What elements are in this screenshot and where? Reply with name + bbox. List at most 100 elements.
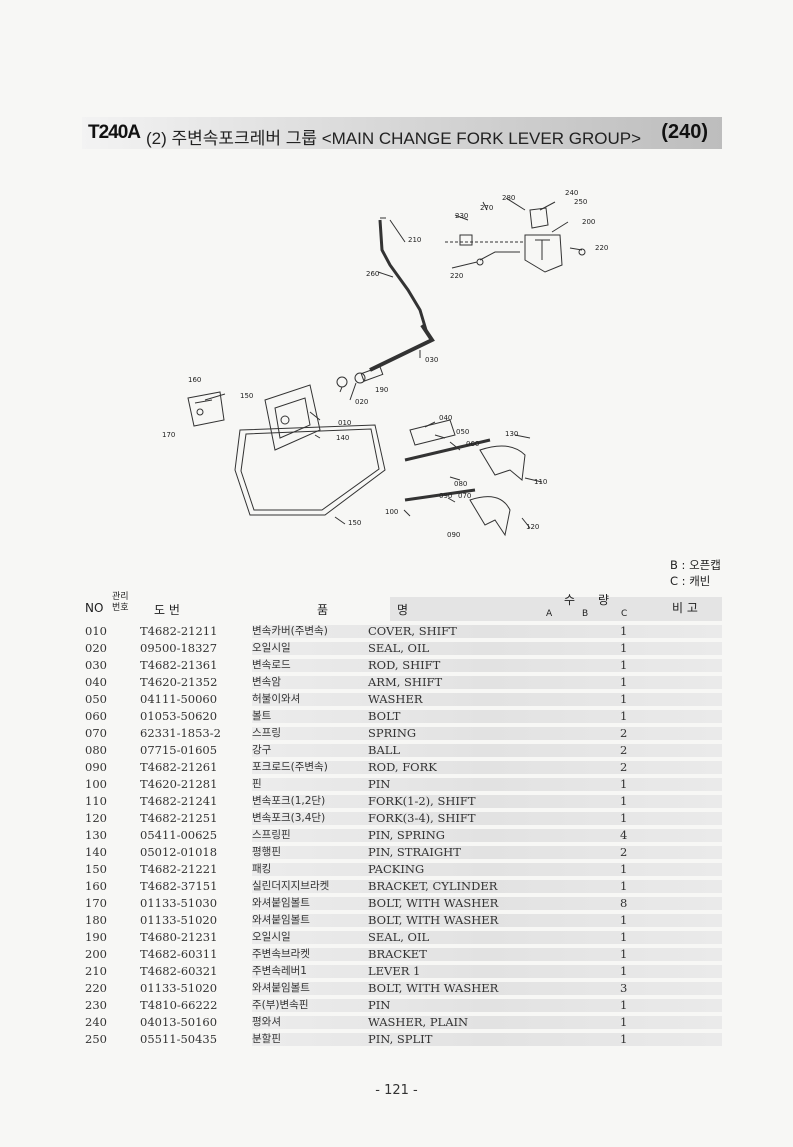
quantity: 1 — [620, 658, 628, 672]
row-shading — [252, 914, 722, 927]
part-name-kr: 볼트 — [252, 710, 272, 722]
fork-rod-lower — [404, 488, 476, 502]
part-name-kr: 패킹 — [252, 863, 272, 875]
quantity: 1 — [620, 794, 628, 808]
part-name-kr: 평와셔 — [252, 1016, 281, 1028]
part-number: T4680-21231 — [140, 930, 218, 944]
quantity: 1 — [620, 879, 628, 893]
callout: 220 — [450, 272, 463, 280]
bracket — [524, 234, 563, 273]
row-number: 020 — [85, 641, 107, 655]
part-name-en: BOLT, WITH WASHER — [368, 896, 499, 910]
row-shading — [252, 863, 722, 876]
col-c: C — [621, 609, 628, 619]
part-name-en: LEVER 1 — [368, 964, 421, 978]
quantity: 1 — [620, 947, 628, 961]
part-number: T4682-21211 — [140, 624, 218, 638]
callout: 270 — [480, 204, 493, 212]
callout: 280 — [502, 194, 515, 202]
col-name-en: 명 — [397, 603, 409, 617]
row-shading — [252, 693, 722, 706]
callout: 110 — [534, 478, 547, 486]
row-shading — [252, 846, 722, 859]
part-number: 01133-51030 — [140, 896, 218, 910]
callout: 150 — [240, 392, 253, 400]
part-name-kr: 변속포크(1,2단) — [252, 795, 326, 807]
part-name-kr: 허불이와셔 — [252, 693, 301, 705]
row-number: 130 — [85, 828, 107, 842]
lever-rod — [378, 219, 428, 331]
part-name-en: WASHER — [368, 692, 423, 706]
part-name-kr: 변속로드 — [252, 659, 291, 671]
part-number: 62331-1853-2 — [140, 726, 221, 740]
callout: 040 — [439, 414, 452, 422]
callout: 090 — [439, 492, 452, 500]
row-number: 230 — [85, 998, 107, 1012]
part-number: T4682-21361 — [140, 658, 218, 672]
part-number: T4682-21251 — [140, 811, 218, 825]
part-number: 05411-00625 — [140, 828, 218, 842]
part-name-en: ROD, SHIFT — [368, 658, 441, 672]
row-shading — [252, 744, 722, 757]
shift-cover — [264, 384, 321, 451]
group-title: (2) 주변속포크레버 그룹 <MAIN CHANGE FORK LEVER G… — [146, 129, 641, 148]
callout: 260 — [366, 270, 379, 278]
row-number: 240 — [85, 1015, 107, 1029]
row-number: 080 — [85, 743, 107, 757]
row-number: 150 — [85, 862, 107, 876]
callout: 050 — [456, 428, 469, 436]
row-number: 140 — [85, 845, 107, 859]
row-shading — [252, 761, 722, 774]
part-name-kr: 평행핀 — [252, 846, 281, 858]
row-shading — [252, 795, 722, 808]
row-shading — [252, 880, 722, 893]
part-number: 01133-51020 — [140, 981, 218, 995]
page-number: - 121 - — [375, 1083, 418, 1098]
row-number: 070 — [85, 726, 107, 740]
part-name-kr: 스프링 — [252, 727, 281, 739]
quantity: 4 — [620, 828, 628, 842]
part-name-en: BOLT, WITH WASHER — [368, 913, 499, 927]
cylinder-bracket — [187, 391, 225, 427]
legend-c: C : 캐빈 — [670, 574, 711, 588]
row-shading — [252, 982, 722, 995]
row-shading — [252, 676, 722, 689]
part-number: T4620-21352 — [140, 675, 218, 689]
row-shading — [252, 829, 722, 842]
row-number: 090 — [85, 760, 107, 774]
quantity: 1 — [620, 709, 628, 723]
callout: 250 — [574, 198, 587, 206]
callout: 240 — [565, 189, 578, 197]
part-name-en: PIN — [368, 998, 391, 1012]
callout: 190 — [375, 386, 388, 394]
part-number: T4620-21281 — [140, 777, 218, 791]
row-shading — [252, 727, 722, 740]
col-mgmt-num: 관리 번호 — [112, 592, 129, 613]
row-shading — [252, 710, 722, 723]
part-number: 07715-01605 — [140, 743, 218, 757]
callout: 120 — [526, 523, 539, 531]
gasket — [234, 424, 386, 516]
quantity: 2 — [620, 743, 628, 757]
exploded-parts-diagram: 210 230 270 280 240 250 200 220 220 260 … — [162, 189, 608, 539]
model-code: T240A — [88, 122, 141, 143]
callout: 160 — [188, 376, 201, 384]
part-name-en: BALL — [368, 743, 401, 757]
section-header: T240A (2) 주변속포크레버 그룹 <MAIN CHANGE FORK L… — [82, 117, 722, 149]
part-name-en: SEAL, OIL — [368, 641, 430, 655]
part-name-kr: 강구 — [252, 744, 272, 756]
shift-fork-3-4 — [469, 496, 511, 537]
col-remark: 비 고 — [672, 601, 698, 615]
quantity: 1 — [620, 1015, 628, 1029]
part-number: T4682-37151 — [140, 879, 218, 893]
